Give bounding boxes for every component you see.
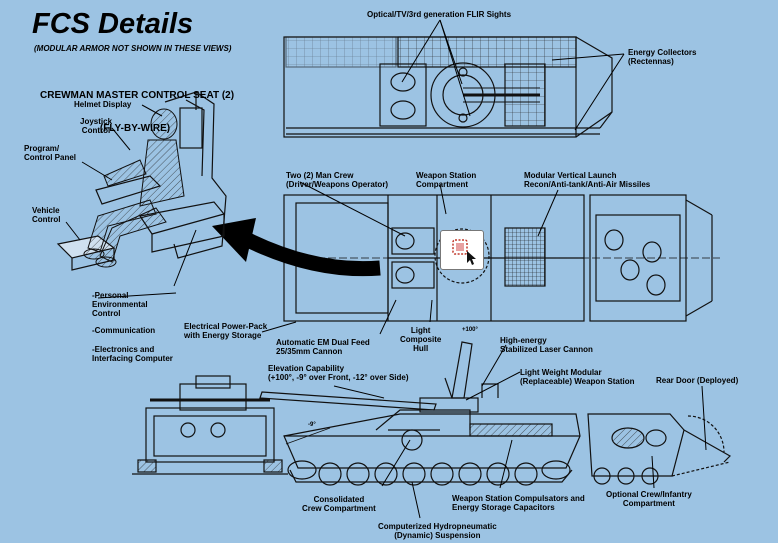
leader-lines — [65, 19, 707, 519]
label-optional-crew-compartment: Optional Crew/Infantry Compartment — [606, 490, 692, 508]
label-lightweight-weapon-station: Light Weight Modular (Replaceable) Weapo… — [520, 368, 635, 386]
label-rear-door: Rear Door (Deployed) — [656, 376, 739, 385]
label-communication: -Communication — [92, 326, 156, 335]
label-joystick-control: Joystick Control — [80, 117, 113, 135]
seat-heading: CREWMAN MASTER CONTROL SEAT (2) (FLY-BY-… — [40, 68, 235, 145]
label-plus-100-degrees: +100° — [462, 327, 478, 333]
crewman-figure — [83, 108, 185, 268]
image-placeholder-box[interactable] — [440, 230, 484, 270]
label-laser-cannon: High-energy Stabilized Laser Cannon — [500, 336, 593, 354]
label-elevation-capability: Elevation Capability (+100°, -9° over Fr… — [268, 364, 409, 382]
label-consolidated-crew-compartment: Consolidated Crew Compartment — [302, 495, 376, 513]
page-subtitle: (MODULAR ARMOR NOT SHOWN IN THESE VIEWS) — [34, 44, 232, 53]
label-power-pack: Electrical Power-Pack with Energy Storag… — [184, 322, 268, 340]
seat-heading-line-1: CREWMAN MASTER CONTROL SEAT (2) — [40, 90, 235, 101]
label-vertical-launch-missiles: Modular Vertical Launch Recon/Anti-tank/… — [524, 171, 651, 189]
label-hydropneumatic-suspension: Computerized Hydropneumatic (Dynamic) Su… — [378, 522, 497, 540]
label-program-control-panel: Program/ Control Panel — [24, 144, 77, 162]
label-helmet-display: Helmet Display — [74, 100, 132, 109]
side-view-drawing — [259, 341, 731, 486]
label-minus-9-degrees: -9° — [308, 422, 316, 428]
top-view-drawing — [283, 36, 613, 138]
label-personal-environmental-control: -Personal Environmental Control — [92, 291, 148, 318]
cursor-arrow-icon — [452, 239, 476, 265]
label-composite-hull: Light Composite Hull — [400, 326, 442, 353]
label-em-dual-feed-cannon: Automatic EM Dual Feed 25/35mm Cannon — [276, 338, 370, 356]
label-compulsators-capacitors: Weapon Station Compulsators and Energy S… — [452, 494, 585, 512]
label-weapon-station-compartment: Weapon Station Compartment — [416, 171, 477, 189]
front-view-drawing — [132, 375, 288, 475]
page-title: FCS Details — [32, 8, 194, 40]
label-energy-collectors: Energy Collectors (Rectennas) — [628, 48, 697, 66]
label-vehicle-control: Vehicle Control — [32, 206, 61, 224]
seat-heading-line-2: (FLY-BY-WIRE) — [99, 123, 171, 134]
label-flir-sights: Optical/TV/3rd generation FLIR Sights — [367, 10, 512, 19]
label-two-man-crew: Two (2) Man Crew (Driver/Weapons Operato… — [286, 171, 389, 189]
label-electronics-computer: -Electronics and Interfacing Computer — [92, 345, 173, 363]
plan-view-drawing — [283, 194, 720, 322]
